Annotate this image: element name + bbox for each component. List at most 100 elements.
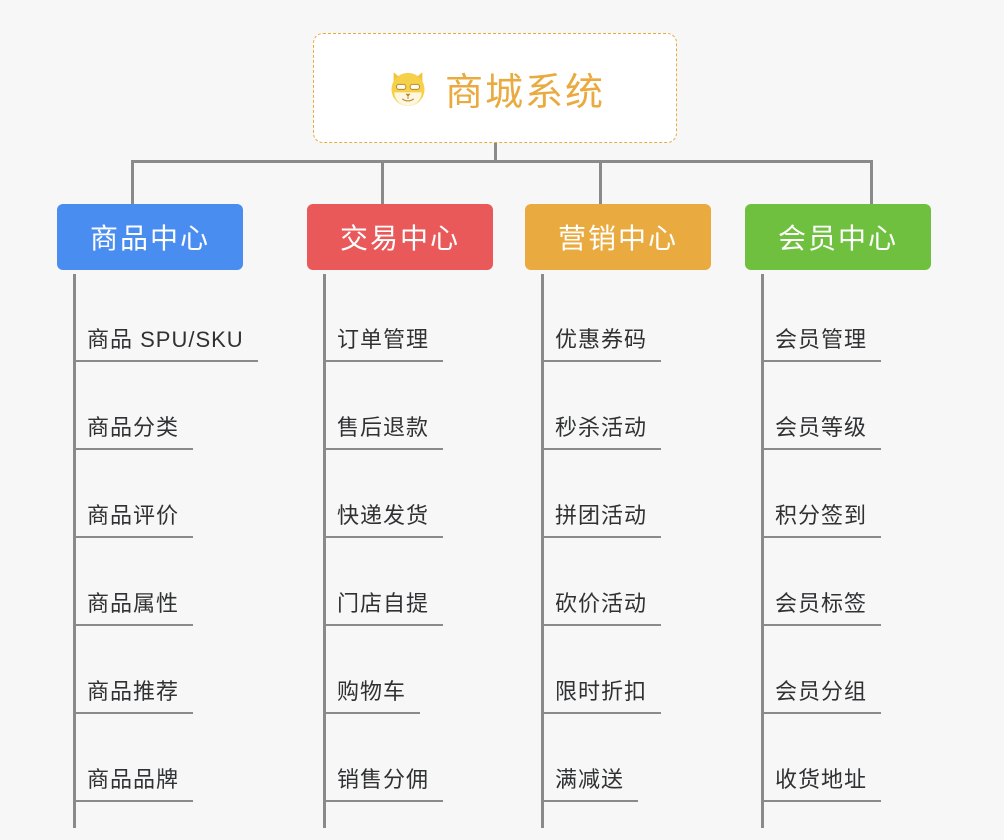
leaf-label: 满减送 xyxy=(555,767,625,792)
leaf-item[interactable]: 商品分类 xyxy=(57,362,258,450)
leaf-label: 限时折扣 xyxy=(555,679,648,704)
leaf-label: 砍价活动 xyxy=(555,591,648,616)
leaf-label: 商品分类 xyxy=(87,415,180,440)
leaf-underline: 购物车 xyxy=(323,674,421,714)
leaf-item[interactable]: 订单管理 xyxy=(307,274,493,362)
leaf-underline: 快递发货 xyxy=(323,498,444,538)
leaf-underline: 门店自提 xyxy=(323,586,444,626)
leaf-underline: 商品属性 xyxy=(73,586,194,626)
leaf-underline: 限时折扣 xyxy=(541,674,662,714)
leaf-item[interactable]: 收货地址 xyxy=(745,714,931,802)
leaf-underline: 砍价活动 xyxy=(541,586,662,626)
leaf-underline: 会员管理 xyxy=(761,322,882,362)
connector-horizontal-bus xyxy=(131,160,873,163)
shiba-dog-face-icon xyxy=(385,65,431,111)
category-header-product-center[interactable]: 商品中心 xyxy=(57,204,243,270)
leaf-underline: 拼团活动 xyxy=(541,498,662,538)
branch-trade-center: 交易中心 订单管理 售后退款 快递发货 门店自提 购物车 销售分佣 xyxy=(307,204,493,828)
leaf-item[interactable]: 商品推荐 xyxy=(57,626,258,714)
leaf-item[interactable]: 会员标签 xyxy=(745,538,931,626)
leaf-item[interactable]: 商品评价 xyxy=(57,450,258,538)
leaf-underline: 销售分佣 xyxy=(323,762,444,802)
leaf-underline: 会员分组 xyxy=(761,674,882,714)
connector-spine-marketing-center xyxy=(541,274,544,828)
leaf-underline: 满减送 xyxy=(541,762,639,802)
connector-spine-trade-center xyxy=(323,274,326,828)
leaf-list-trade-center: 订单管理 售后退款 快递发货 门店自提 购物车 销售分佣 xyxy=(307,274,493,802)
leaf-underline: 商品分类 xyxy=(73,410,194,450)
leaf-underline: 积分签到 xyxy=(761,498,882,538)
category-label: 营销中心 xyxy=(557,223,678,254)
leaf-underline: 会员等级 xyxy=(761,410,882,450)
leaf-item[interactable]: 积分签到 xyxy=(745,450,931,538)
connector-drop-marketing-center xyxy=(599,160,602,204)
leaf-item[interactable]: 门店自提 xyxy=(307,538,493,626)
leaf-label: 购物车 xyxy=(337,679,407,704)
leaf-label: 售后退款 xyxy=(337,415,430,440)
leaf-label: 快递发货 xyxy=(337,503,430,528)
leaf-label: 商品属性 xyxy=(87,591,180,616)
leaf-item[interactable]: 会员等级 xyxy=(745,362,931,450)
leaf-label: 会员管理 xyxy=(775,327,868,352)
branch-product-center: 商品中心 商品 SPU/SKU 商品分类 商品评价 商品属性 商品推荐 商品品牌 xyxy=(57,204,258,828)
leaf-underline: 商品评价 xyxy=(73,498,194,538)
leaf-item[interactable]: 销售分佣 xyxy=(307,714,493,802)
leaf-item[interactable]: 限时折扣 xyxy=(525,626,711,714)
leaf-item[interactable]: 商品 SPU/SKU xyxy=(57,274,258,362)
leaf-underline: 商品品牌 xyxy=(73,762,194,802)
branch-member-center: 会员中心 会员管理 会员等级 积分签到 会员标签 会员分组 收货地址 xyxy=(745,204,931,828)
root-title: 商城系统 xyxy=(444,71,605,114)
leaf-list-product-center: 商品 SPU/SKU 商品分类 商品评价 商品属性 商品推荐 商品品牌 xyxy=(57,274,258,802)
category-label: 交易中心 xyxy=(339,223,460,254)
leaf-label: 商品评价 xyxy=(87,503,180,528)
connector-drop-member-center xyxy=(870,160,873,204)
leaf-list-marketing-center: 优惠券码 秒杀活动 拼团活动 砍价活动 限时折扣 满减送 xyxy=(525,274,711,802)
leaf-label: 订单管理 xyxy=(337,327,430,352)
category-header-trade-center[interactable]: 交易中心 xyxy=(307,204,493,270)
category-header-marketing-center[interactable]: 营销中心 xyxy=(525,204,711,270)
leaf-label: 门店自提 xyxy=(337,591,430,616)
category-header-member-center[interactable]: 会员中心 xyxy=(745,204,931,270)
leaf-underline: 商品 SPU/SKU xyxy=(73,322,258,362)
leaf-underline: 订单管理 xyxy=(323,322,444,362)
connector-root-stem xyxy=(494,143,497,162)
leaf-label: 收货地址 xyxy=(775,767,868,792)
leaf-label: 会员标签 xyxy=(775,591,868,616)
category-label: 会员中心 xyxy=(777,223,898,254)
leaf-underline: 秒杀活动 xyxy=(541,410,662,450)
leaf-label: 拼团活动 xyxy=(555,503,648,528)
leaf-underline: 优惠券码 xyxy=(541,322,662,362)
leaf-label: 秒杀活动 xyxy=(555,415,648,440)
branch-marketing-center: 营销中心 优惠券码 秒杀活动 拼团活动 砍价活动 限时折扣 满减送 xyxy=(525,204,711,828)
leaf-item[interactable]: 满减送 xyxy=(525,714,711,802)
leaf-item[interactable]: 砍价活动 xyxy=(525,538,711,626)
leaf-item[interactable]: 购物车 xyxy=(307,626,493,714)
leaf-item[interactable]: 快递发货 xyxy=(307,450,493,538)
leaf-list-member-center: 会员管理 会员等级 积分签到 会员标签 会员分组 收货地址 xyxy=(745,274,931,802)
leaf-underline: 商品推荐 xyxy=(73,674,194,714)
leaf-label: 商品品牌 xyxy=(87,767,180,792)
leaf-underline: 会员标签 xyxy=(761,586,882,626)
leaf-underline: 收货地址 xyxy=(761,762,882,802)
leaf-label: 会员分组 xyxy=(775,679,868,704)
leaf-item[interactable]: 秒杀活动 xyxy=(525,362,711,450)
root-node[interactable]: 商城系统 xyxy=(313,33,677,143)
leaf-label: 商品推荐 xyxy=(87,679,180,704)
connector-drop-trade-center xyxy=(381,160,384,204)
leaf-label: 商品 SPU/SKU xyxy=(87,327,244,352)
leaf-item[interactable]: 会员分组 xyxy=(745,626,931,714)
leaf-item[interactable]: 售后退款 xyxy=(307,362,493,450)
leaf-item[interactable]: 优惠券码 xyxy=(525,274,711,362)
connector-drop-product-center xyxy=(131,160,134,204)
leaf-item[interactable]: 商品属性 xyxy=(57,538,258,626)
leaf-item[interactable]: 商品品牌 xyxy=(57,714,258,802)
leaf-label: 会员等级 xyxy=(775,415,868,440)
connector-spine-product-center xyxy=(73,274,76,828)
leaf-item[interactable]: 拼团活动 xyxy=(525,450,711,538)
leaf-underline: 售后退款 xyxy=(323,410,444,450)
leaf-item[interactable]: 会员管理 xyxy=(745,274,931,362)
category-label: 商品中心 xyxy=(89,223,210,254)
leaf-label: 积分签到 xyxy=(775,503,868,528)
leaf-label: 优惠券码 xyxy=(555,327,648,352)
